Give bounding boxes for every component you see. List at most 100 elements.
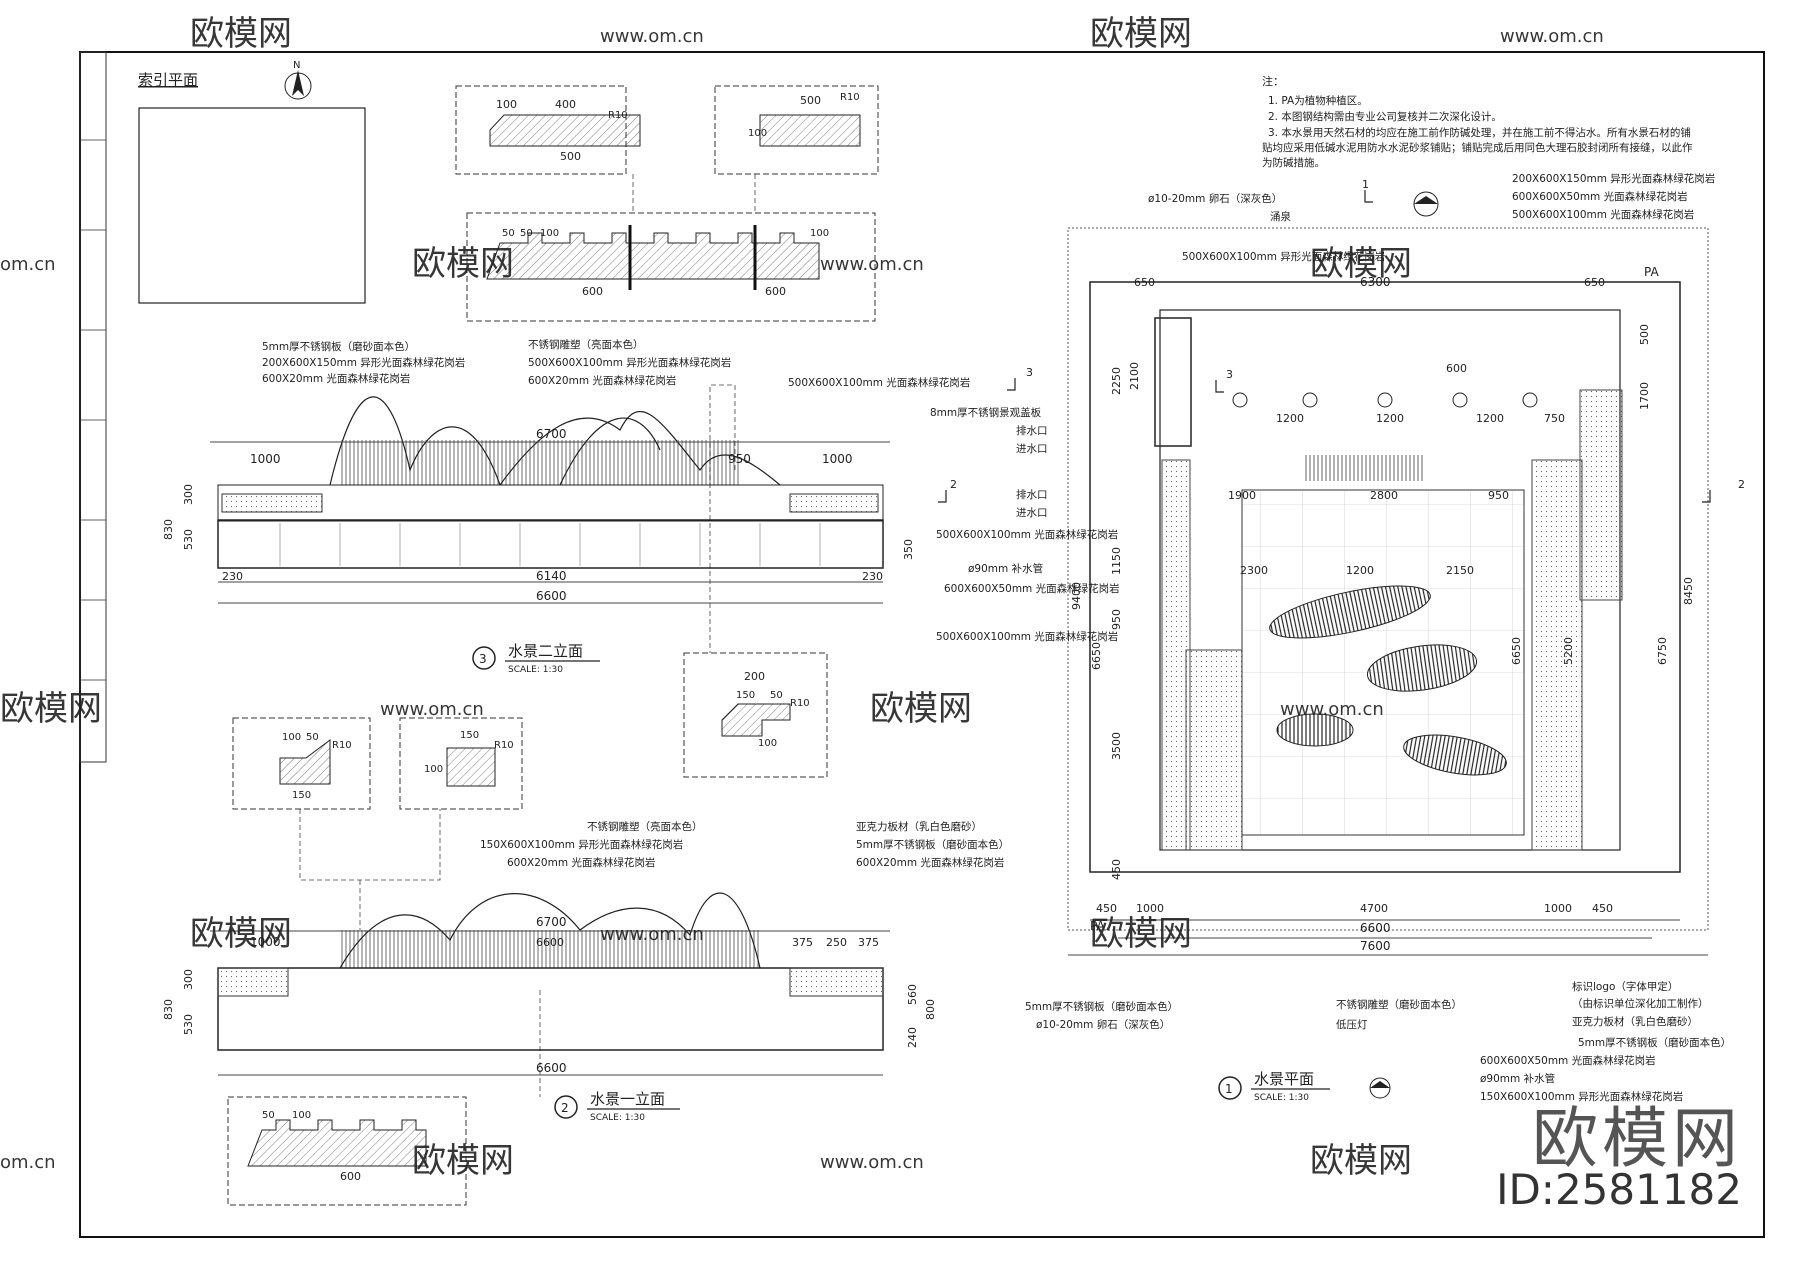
plan-label-l3: 排水口 [1016,488,1048,501]
plan-gravel-left [1161,459,1191,851]
section-mark-2b: 2 [1738,478,1745,491]
notes-title: 注： [1262,74,1284,88]
plan-dim-sp-2: 1200 [1476,412,1504,425]
north-label: N [293,60,300,71]
section-marks [938,190,1711,503]
plan-title: 水景平面 [1254,1070,1314,1088]
d3-e: 600 [582,285,603,298]
e2-dim-r3: 375 [858,936,879,949]
e3-title-block: 3 水景二立面 SCALE: 1:30 [472,642,600,675]
plan-dim-lv-6: 3500 [1110,732,1123,760]
notes-line-1: 2. 本图钢结构需由专业公司复核并二次深化设计。 [1268,110,1502,123]
e3-basin [217,519,884,569]
e3-label-m2: 600X20mm 光面森林绿花岗岩 [528,374,676,387]
e3-dim-h4: 350 [902,539,915,560]
north-arrow-icon: N [284,60,312,100]
e2-dim-h1: 830 [162,999,175,1020]
plan-dim-lv-7: 450 [1110,859,1123,880]
plan-pa-top: PA [1644,265,1659,279]
plan-label-br-4: 600X600X50mm 光面森林绿花岗岩 [1480,1054,1656,1067]
brand-id: ID:2581182 [1496,1165,1742,1214]
detail-2: 500 100 R10 [714,85,879,175]
plan-dim-d3: 950 [1488,489,1509,502]
plan-dim-rv-2: 6750 [1656,637,1669,665]
index-plan-box [138,107,366,304]
d5-r: R10 [332,740,352,751]
wm-brand-0: 欧模网 [190,14,292,54]
plan-dim-600: 600 [1446,362,1467,375]
wm-brand-7: 欧模网 [1090,914,1192,954]
e3-dim-edge-l: 230 [222,570,243,583]
plan-fountain-strip [1303,455,1423,481]
d2-r: R10 [840,92,860,103]
e3-label-l1: 200X600X150mm 异形光面森林绿花岗岩 [262,356,465,369]
d4-c: 50 [770,690,783,701]
plan-label-l8: 500X600X100mm 光面森林绿花岗岩 [936,630,1118,643]
d3-h: 100 [810,228,829,239]
wm-url-6: www.om.cn [600,924,704,945]
e2-title-block: 2 水景一立面 SCALE: 1:30 [554,1090,680,1123]
plan-label-l5: 500X600X100mm 光面森林绿花岗岩 [936,528,1118,541]
wm-brand-4: 欧模网 [0,689,102,729]
plan-dim-b1: 1000 [1136,902,1164,915]
e2-label-m0: 不锈钢雕塑（亮面本色） [587,820,703,833]
plan-dim-d4: 2300 [1240,564,1268,577]
e3-label-m0: 不锈钢雕塑（亮面本色） [528,338,644,351]
d1-c: 500 [560,150,581,163]
d2-a: 500 [800,94,821,107]
d7-a: 50 [262,1110,275,1121]
e2-label-r2: 600X20mm 光面森林绿花岗岩 [856,856,1004,869]
plan-spring-icons [1232,392,1538,408]
e3-dim-edge-r: 230 [862,570,883,583]
e2-label-r0: 亚克力板材（乳白色磨砂） [856,820,982,833]
detail-3: 50 50 100 600 600 100 [466,212,876,322]
index-plan-title: 索引平面 [138,71,198,89]
plan-dim-rv-4: 5200 [1562,637,1575,665]
plan-label-bm-1: 低压灯 [1336,1018,1368,1031]
title-strip-dividers [80,139,106,681]
e2-label-r1: 5mm厚不锈钢板（磨砂面本色） [856,838,1009,851]
d4-b: 150 [736,690,755,701]
plan-dim-rv-3: 8450 [1682,577,1695,605]
title-strip [79,51,107,763]
wm-brand-3: 欧模网 [1310,244,1412,284]
plan-label-top-mid: 500X600X100mm 异形光面森林绿花岗岩 [1182,250,1385,263]
plan-dim-sp-3: 750 [1544,412,1565,425]
e2-label-m1: 150X600X100mm 异形光面森林绿花岗岩 [480,838,683,851]
e3-label-m1: 500X600X100mm 异形光面森林绿花岗岩 [528,356,731,369]
plan-dim-d1: 1900 [1228,489,1256,502]
e3-number: 3 [479,652,487,666]
d3-b: 50 [520,228,533,239]
wm-brand-9: 欧模网 [1310,1141,1412,1181]
d1-r: R10 [608,110,628,121]
index-plan: 索引平面 N [138,60,366,304]
plan-label-br-0: 标识logo（字体甲定） [1572,980,1678,993]
wm-url-1: www.om.cn [1500,26,1604,47]
e2-dim-h3: 300 [182,969,195,990]
plan-dim-top-1: 6300 [1360,275,1391,289]
notes-line-2: 3. 本水景用天然石材的均应在施工前作防碱处理，并在施工前不得沾水。所有水景石材… [1268,126,1691,139]
e3-dim-base: 6140 [536,569,567,583]
d6-r: R10 [494,740,514,751]
detail-7: 50 100 600 [227,1096,467,1206]
plan-label-br-3: 5mm厚不锈钢板（磨砂面本色） [1578,1036,1731,1049]
plan-dim-b4: 450 [1592,902,1613,915]
section-mark-3b: 3 [1226,368,1233,381]
d6-a: 150 [460,730,479,741]
plan-label-tr-0: 200X600X150mm 异形光面森林绿花岗岩 [1512,172,1715,185]
plan: PA PA 650 6300 650 1900 2800 950 2300 12… [930,172,1731,1103]
section-mark-3a: 3 [1026,366,1033,379]
plan-planting-boundary [1067,227,1709,931]
e3-dim-h1: 830 [162,519,175,540]
wm-url-3: www.om.cn [820,254,924,275]
wm-brand-8: 欧模网 [412,1141,514,1181]
wm-url-0: www.om.cn [600,26,704,47]
e3-title: 水景二立面 [508,642,583,660]
e2-dim-total: 6700 [536,915,567,929]
plan-dim-rv-0: 500 [1638,324,1651,345]
detail-6: 150 100 R10 [399,717,523,810]
plan-label-bl-1: ø10-20mm 卵石（深灰色） [1036,1018,1170,1031]
detail-1: 100 400 500 R10 [455,85,641,175]
d4-x: 100 [758,738,777,749]
wm-url-4: www.om.cn [380,699,484,720]
